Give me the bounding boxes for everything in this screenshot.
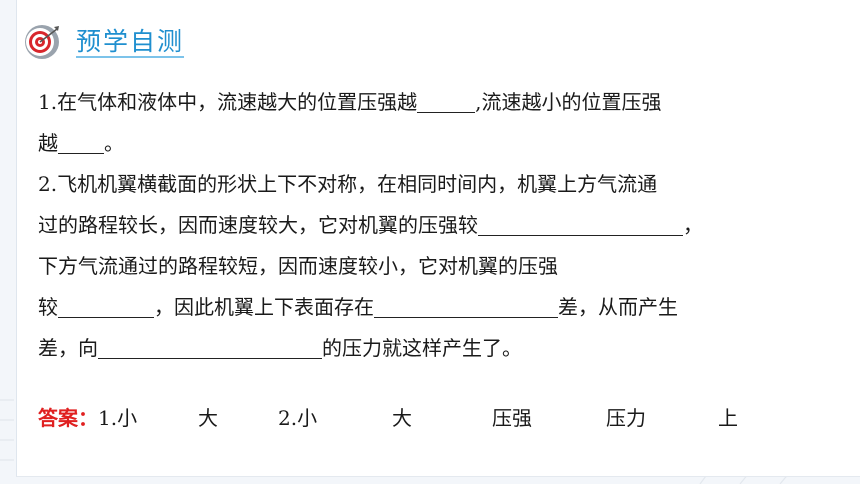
answer-blank bbox=[58, 291, 154, 318]
content-card bbox=[16, 0, 860, 477]
target-icon bbox=[25, 25, 59, 59]
q2-line-3: 下方气流通过的路程较短，因而速度较小，它对机翼的压强 bbox=[38, 246, 828, 287]
answer-item: 压强 bbox=[492, 406, 532, 430]
answer-item: 上 bbox=[718, 406, 738, 430]
answer-item: 2.小 bbox=[278, 406, 318, 430]
answer-item: 1.小 bbox=[98, 406, 138, 430]
q2-text: 差，向 bbox=[38, 336, 98, 360]
answer-blank bbox=[374, 291, 558, 318]
q1-text: ,流速越小的位置压强 bbox=[475, 90, 662, 114]
q2-line-4: 较 ，因此机翼上下表面存在 差，从而产生 bbox=[38, 287, 828, 328]
q2-text: ，因此机翼上下表面存在 bbox=[154, 295, 374, 319]
q2-text: ， bbox=[683, 213, 703, 237]
section-header: 预学自测 bbox=[24, 20, 224, 60]
q1-line-2: 越。 bbox=[38, 123, 828, 164]
answer-blank bbox=[417, 86, 476, 113]
answer-blank bbox=[98, 332, 322, 359]
q1-text: 。 bbox=[104, 131, 124, 155]
answer-row: 答案：1.小 大 2.小 大 压强 压力 上 bbox=[38, 398, 738, 439]
answer-item: 压力 bbox=[606, 406, 646, 430]
q2-line-1: 2.飞机机翼横截面的形状上下不对称，在相同时间内，机翼上方气流通 bbox=[38, 164, 828, 205]
answer-item: 大 bbox=[392, 406, 412, 430]
q1-text: 越 bbox=[38, 131, 58, 155]
q1-line-1: 1.在气体和液体中，流速越大的位置压强越 ,流速越小的位置压强 bbox=[38, 82, 828, 123]
q2-text: 的压力就这样产生了。 bbox=[322, 336, 522, 360]
q2-text: 过的路程较长，因而速度较大，它对机翼的压强较 bbox=[38, 213, 478, 237]
q2-text: 下方气流通过的路程较短，因而速度较小，它对机翼的压强 bbox=[38, 254, 558, 278]
answer-item: 大 bbox=[198, 406, 218, 430]
q1-text: 1.在气体和液体中，流速越大的位置压强越 bbox=[38, 90, 418, 114]
answer-label: 答案： bbox=[38, 406, 98, 430]
q2-text: 较 bbox=[38, 295, 58, 319]
answer-blank bbox=[478, 209, 683, 236]
q2-line-5: 差，向 的压力就这样产生了。 bbox=[38, 328, 828, 369]
q2-line-2: 过的路程较长，因而速度较大，它对机翼的压强较 ， bbox=[38, 205, 828, 246]
section-title: 预学自测 bbox=[76, 27, 185, 56]
answer-blank bbox=[58, 127, 104, 154]
q2-text: 差，从而产生 bbox=[558, 295, 678, 319]
q2-text: 2.飞机机翼横截面的形状上下不对称，在相同时间内，机翼上方气流通 bbox=[38, 172, 658, 196]
question-content: 1.在气体和液体中，流速越大的位置压强越,流速越小的位置压强 越。 2.飞机机翼… bbox=[38, 82, 828, 369]
